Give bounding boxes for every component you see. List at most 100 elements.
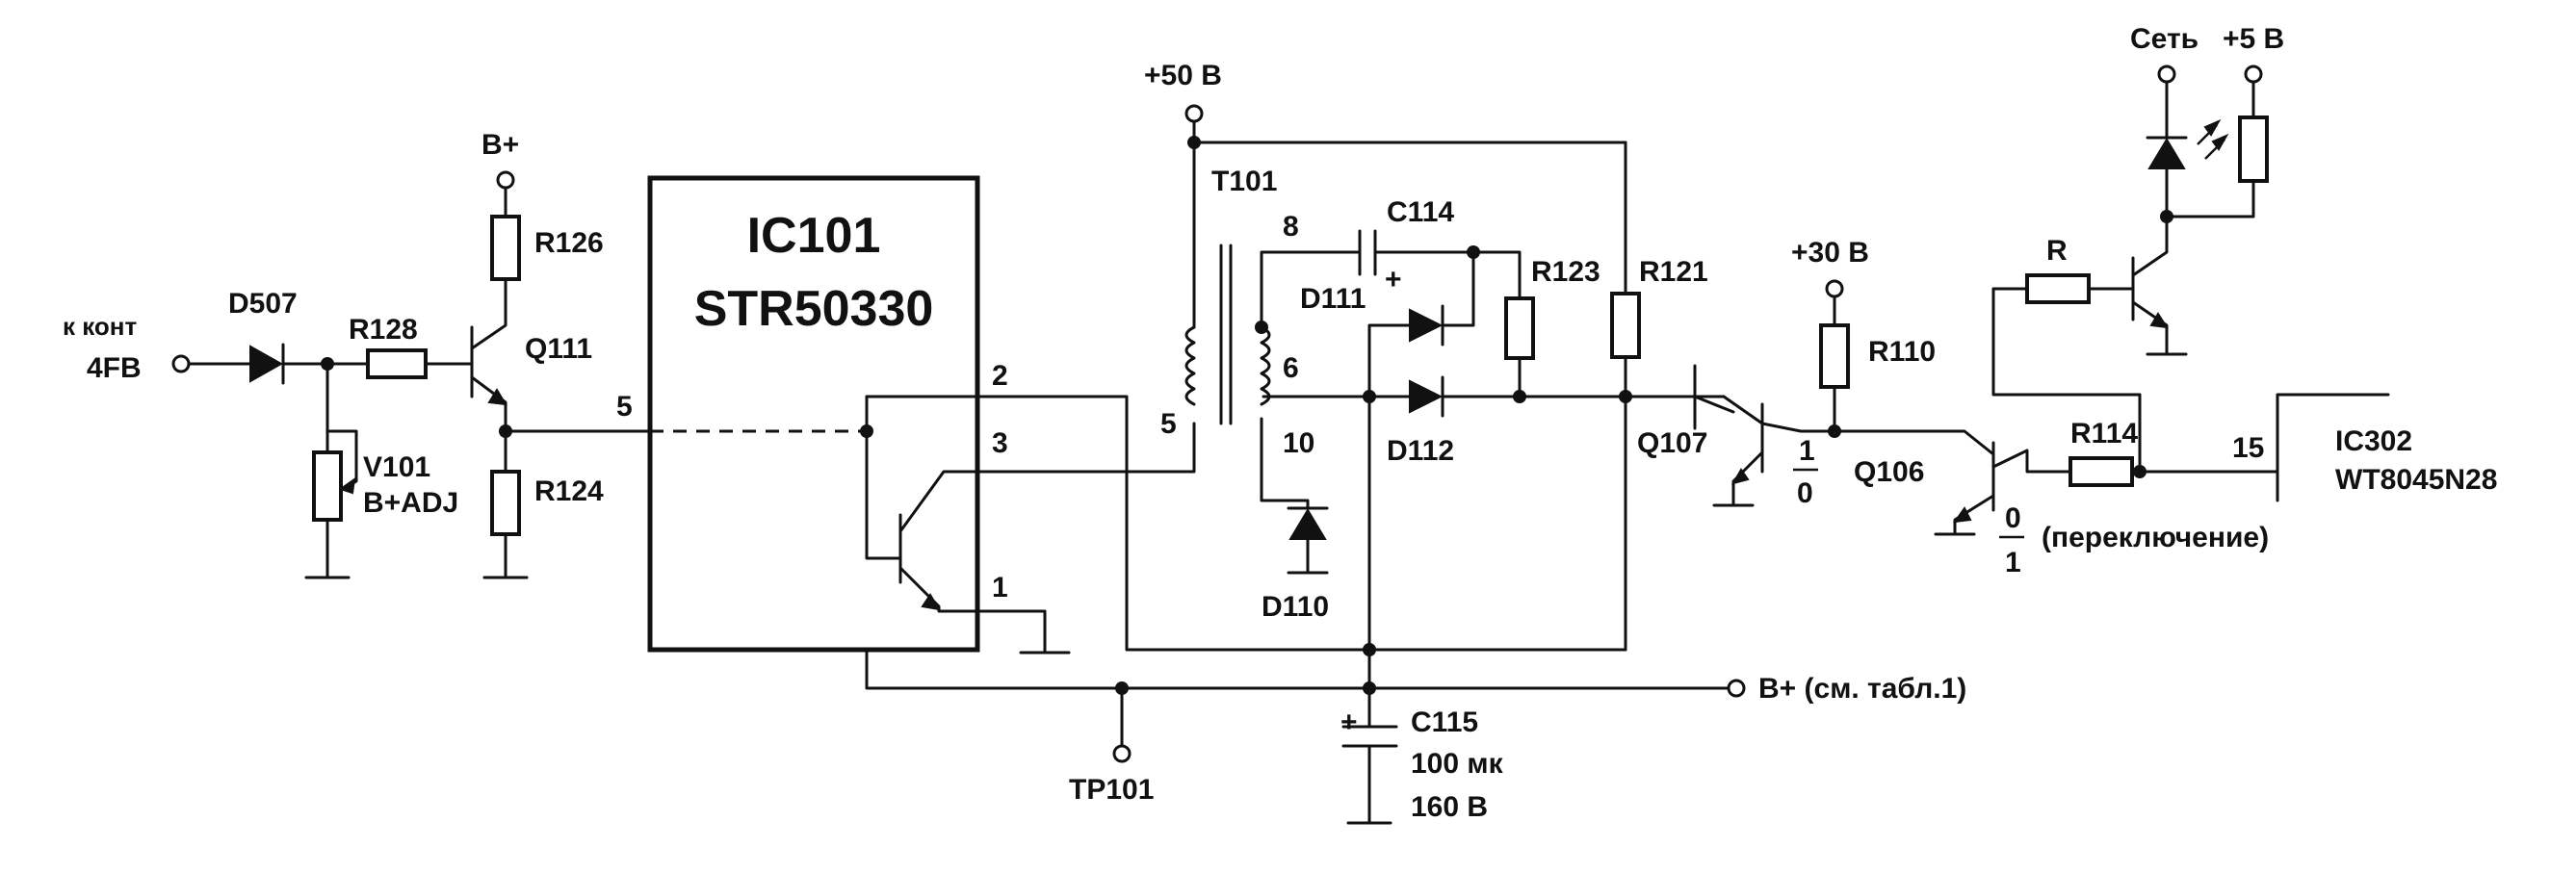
r-feedback-wire <box>1991 287 2142 474</box>
ic101-pin5: 5 <box>616 391 633 423</box>
transformer-t101: +50 В T101 5 8 6 10 <box>1144 60 1627 459</box>
input-label-line2: 4FB <box>87 352 142 384</box>
bplus-label: B+ <box>481 129 519 161</box>
d507-label: D507 <box>228 288 298 320</box>
input-label-line1: к конт <box>63 312 137 341</box>
rail50-label: +50 В <box>1144 60 1222 91</box>
d111-left-wire <box>1367 323 1412 404</box>
v101-function-label: B+ADJ <box>363 487 458 519</box>
q106-state-top: 0 <box>2005 502 2021 534</box>
input-terminal <box>171 354 191 373</box>
tp101-label: TP101 <box>1069 774 1154 806</box>
r110-label: R110 <box>1868 336 1936 368</box>
ic101-internal-base <box>865 429 902 560</box>
q106-collector <box>1991 449 2072 474</box>
t101-pin6: 6 <box>1283 352 1299 384</box>
q106-base-wire <box>1833 429 1995 456</box>
primary-coil <box>1184 325 1196 406</box>
d110-symbol <box>1288 508 1327 540</box>
q106-label: Q106 <box>1854 456 1924 488</box>
rail5-link-wire <box>2165 181 2255 218</box>
v101-label: V101 <box>363 451 430 483</box>
r123-top-wire <box>1471 250 1522 300</box>
rail5-label: +5 В <box>2223 23 2284 55</box>
secondary-section: C114 + D111 D112 R123 R121 D110 <box>1260 141 1708 623</box>
led-driver-emitter-arrow <box>2149 312 2169 329</box>
ic101: IC101 STR50330 2 3 1 5 <box>616 175 1008 653</box>
led-ray-arrow-1 <box>2203 118 2222 137</box>
q107-collector <box>1760 422 1836 433</box>
t101-pin5: 5 <box>1160 408 1177 440</box>
r114-symbol <box>2069 456 2134 487</box>
r121-symbol <box>1610 292 1641 359</box>
ic101-pin3: 3 <box>992 427 1008 459</box>
bottom-bus: B+ (см. табл.1) TP101 + C115 100 мк 160 … <box>865 395 1966 825</box>
r-symbol <box>2025 273 2091 304</box>
pin8-wire <box>1260 250 1360 329</box>
t101-label: T101 <box>1211 166 1277 197</box>
rail30-label: +30 В <box>1791 237 1869 269</box>
tp101-terminal <box>1112 744 1132 763</box>
control-section: Q107 1 0 +30 В R110 Q106 0 1 (переключен… <box>1637 23 2497 578</box>
r123-label: R123 <box>1531 256 1600 288</box>
ic302-outline <box>2276 393 2390 502</box>
ic101-internal-emitter <box>898 566 979 613</box>
ic302-pin15: 15 <box>2232 432 2264 464</box>
r126-symbol <box>490 215 521 281</box>
rail5-terminal <box>2244 64 2263 84</box>
bus-node-c115 <box>1363 681 1376 695</box>
pin10-wire <box>1260 417 1310 510</box>
q111-emitter-arrow <box>487 388 507 406</box>
r128-symbol <box>366 348 428 379</box>
rail5-resistor <box>2238 116 2269 183</box>
t101-pin10: 10 <box>1283 427 1314 459</box>
r110-symbol <box>1819 323 1850 389</box>
switch-label: (переключение) <box>2042 522 2269 553</box>
q107-emitter-arrow <box>1730 468 1750 485</box>
secondary-coil <box>1260 325 1271 406</box>
q106-emitter <box>1953 494 1995 536</box>
led-symbol <box>2147 138 2186 169</box>
c115-volt: 160 В <box>1411 791 1488 823</box>
d111-symbol <box>1409 308 1444 343</box>
r123-node <box>1513 390 1526 403</box>
left-section: к конт 4FB D507 R128 V101 B+ADJ Q111 <box>63 129 867 579</box>
bus-wire <box>865 648 1730 690</box>
led-ray-arrow-2 <box>2211 133 2229 151</box>
q107-collector-in <box>1722 395 1764 425</box>
ic101-name: IC101 <box>747 208 881 264</box>
r124-symbol <box>490 470 521 536</box>
q111-label: Q111 <box>525 333 592 365</box>
bplus-terminal <box>496 170 515 190</box>
ic101-internal-collector <box>898 470 979 533</box>
d507-symbol <box>249 345 284 383</box>
q107-state-top: 1 <box>1799 435 1815 467</box>
ic101-part: STR50330 <box>694 281 934 337</box>
r121-node <box>1619 390 1632 403</box>
bus-node-top <box>1363 643 1376 656</box>
set-terminal <box>2157 64 2176 84</box>
r114-label: R114 <box>2070 418 2138 449</box>
d111-right-wire <box>1443 250 1475 327</box>
led-driver-collector <box>2131 215 2169 277</box>
ic302-part: WT8045N28 <box>2335 464 2497 496</box>
pin3-wire <box>976 422 1196 474</box>
q107-state-bottom: 0 <box>1797 477 1813 509</box>
r123-symbol <box>1504 296 1535 360</box>
t101-pin8: 8 <box>1283 211 1299 243</box>
ic101-body <box>647 175 980 653</box>
set-label: Сеть <box>2130 23 2199 55</box>
c114-label: C114 <box>1387 196 1454 228</box>
bplus-out-terminal <box>1727 679 1746 698</box>
d112-label: D112 <box>1387 435 1454 467</box>
d111-label: D111 <box>1300 283 1366 315</box>
v101-symbol <box>312 450 343 522</box>
v101-wiper-arrow <box>338 476 356 495</box>
r-label: R <box>2046 235 2068 267</box>
ic101-pin1: 1 <box>992 572 1008 603</box>
q106-emitter-arrow <box>1952 506 1972 524</box>
c114-plus: + <box>1385 264 1402 295</box>
rail30-terminal <box>1825 279 1844 298</box>
q111-collector <box>470 296 507 350</box>
